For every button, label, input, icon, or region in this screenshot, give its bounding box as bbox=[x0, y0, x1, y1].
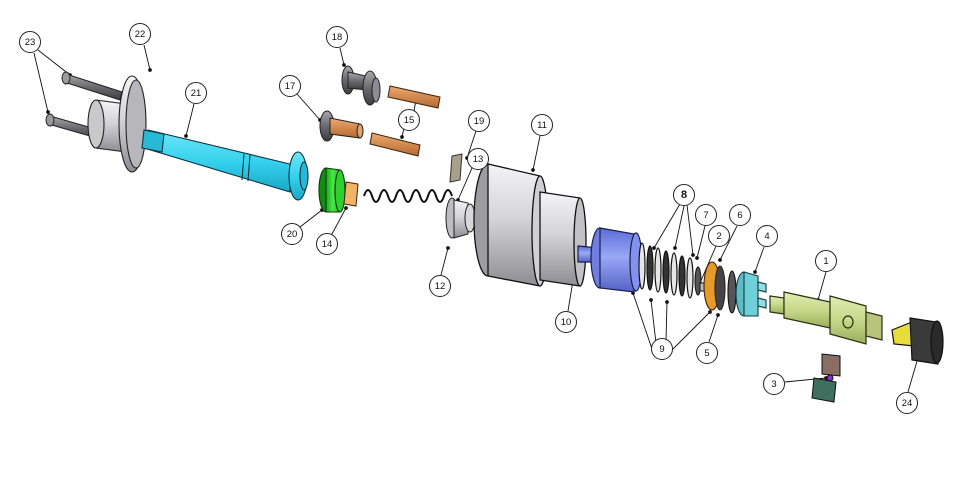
part-15-pins bbox=[369, 85, 441, 157]
leader-line-23 bbox=[33, 52, 49, 113]
leader-arrow-21 bbox=[184, 134, 188, 138]
callout-balloon-18: 18 bbox=[326, 26, 348, 48]
leader-arrow-12 bbox=[446, 246, 450, 250]
callout-balloon-17: 17 bbox=[279, 75, 301, 97]
leader-line-22 bbox=[143, 44, 151, 71]
callout-balloon-22: 22 bbox=[129, 23, 151, 45]
part-4-nut bbox=[735, 271, 767, 317]
callout-balloon-6: 6 bbox=[729, 204, 751, 226]
callout-balloon-5: 5 bbox=[696, 342, 718, 364]
leader-line-17 bbox=[296, 93, 321, 121]
callout-balloon-15: 15 bbox=[398, 109, 420, 131]
leader-line-12 bbox=[440, 247, 449, 276]
leader-arrow-15 bbox=[400, 135, 404, 139]
part-3-side-valve bbox=[811, 353, 841, 403]
leader-line-6 bbox=[719, 225, 738, 261]
leader-arrow-11 bbox=[531, 168, 535, 172]
callout-balloon-13: 13 bbox=[467, 148, 489, 170]
leader-line-20 bbox=[299, 209, 323, 228]
part-6-orange-washer bbox=[703, 261, 726, 311]
leader-arrow-8 bbox=[673, 246, 677, 250]
leader-line-9 bbox=[650, 299, 657, 344]
leader-arrow-9 bbox=[665, 300, 669, 304]
callout-balloon-4: 4 bbox=[756, 225, 778, 247]
leader-line-11 bbox=[532, 135, 541, 171]
callout-balloon-21: 21 bbox=[185, 82, 207, 104]
callout-balloon-11: 11 bbox=[531, 114, 553, 136]
callout-balloon-24: 24 bbox=[896, 392, 918, 414]
callout-balloon-10: 10 bbox=[555, 311, 577, 333]
leader-arrow-8 bbox=[652, 246, 656, 250]
leader-line-9 bbox=[632, 292, 653, 350]
part-spring bbox=[363, 189, 453, 203]
leader-line-8 bbox=[653, 203, 681, 249]
leader-arrow-4 bbox=[753, 270, 757, 274]
leader-line-9 bbox=[672, 311, 711, 350]
leader-arrow-7 bbox=[695, 256, 699, 260]
part-18-stepped-plug bbox=[341, 65, 381, 106]
callout-balloon-19: 19 bbox=[468, 110, 490, 132]
leader-line-8 bbox=[674, 205, 685, 249]
leader-arrow-22 bbox=[148, 68, 152, 72]
leader-line-8 bbox=[686, 204, 694, 256]
leader-arrow-18 bbox=[342, 63, 346, 67]
callout-balloon-23: 23 bbox=[19, 31, 41, 53]
part-24-end-cap bbox=[891, 317, 944, 365]
callout-balloon-14: 14 bbox=[316, 233, 338, 255]
part-1-body bbox=[769, 291, 883, 345]
part-19-key bbox=[449, 153, 463, 183]
part-5-washer bbox=[727, 270, 737, 314]
callout-balloon-1: 1 bbox=[815, 250, 837, 272]
leader-line-13 bbox=[457, 167, 473, 201]
leader-line-5 bbox=[708, 314, 719, 343]
leader-arrow-14 bbox=[344, 206, 348, 210]
callout-balloon-2: 2 bbox=[708, 225, 730, 247]
leader-line-4 bbox=[754, 246, 765, 273]
callout-balloon-8: 8 bbox=[673, 184, 695, 206]
callout-balloon-7: 7 bbox=[695, 204, 717, 226]
part-11-housing bbox=[473, 163, 587, 287]
callout-balloon-9: 9 bbox=[651, 338, 673, 360]
leader-arrow-23 bbox=[46, 110, 50, 114]
leader-line-18 bbox=[339, 47, 345, 66]
leader-arrow-9 bbox=[649, 298, 653, 302]
leader-arrow-5 bbox=[716, 313, 720, 317]
part-17-flanged-pin bbox=[319, 110, 364, 142]
leader-line-23 bbox=[37, 49, 71, 76]
leader-line-1 bbox=[817, 271, 827, 301]
part-14-bushing bbox=[343, 181, 359, 207]
part-8-9-ring-stack bbox=[638, 242, 694, 299]
part-22-flange-plate bbox=[87, 75, 147, 173]
part-21-shaft bbox=[141, 129, 309, 201]
part-10-piston bbox=[577, 227, 643, 293]
callout-balloon-12: 12 bbox=[429, 275, 451, 297]
leader-line-21 bbox=[185, 103, 195, 137]
part-20-green-ring bbox=[318, 167, 346, 213]
leader-arrow-8 bbox=[691, 253, 695, 257]
leader-line-7 bbox=[696, 225, 706, 259]
leader-arrow-6 bbox=[718, 258, 722, 262]
leader-line-14 bbox=[331, 207, 347, 235]
part-12-spring-seat bbox=[445, 197, 476, 239]
part-7-2-spacer bbox=[694, 266, 707, 296]
leader-arrow-9 bbox=[708, 310, 712, 314]
callout-balloon-20: 20 bbox=[281, 223, 303, 245]
leader-line-9 bbox=[665, 301, 668, 341]
callout-balloon-3: 3 bbox=[763, 373, 785, 395]
